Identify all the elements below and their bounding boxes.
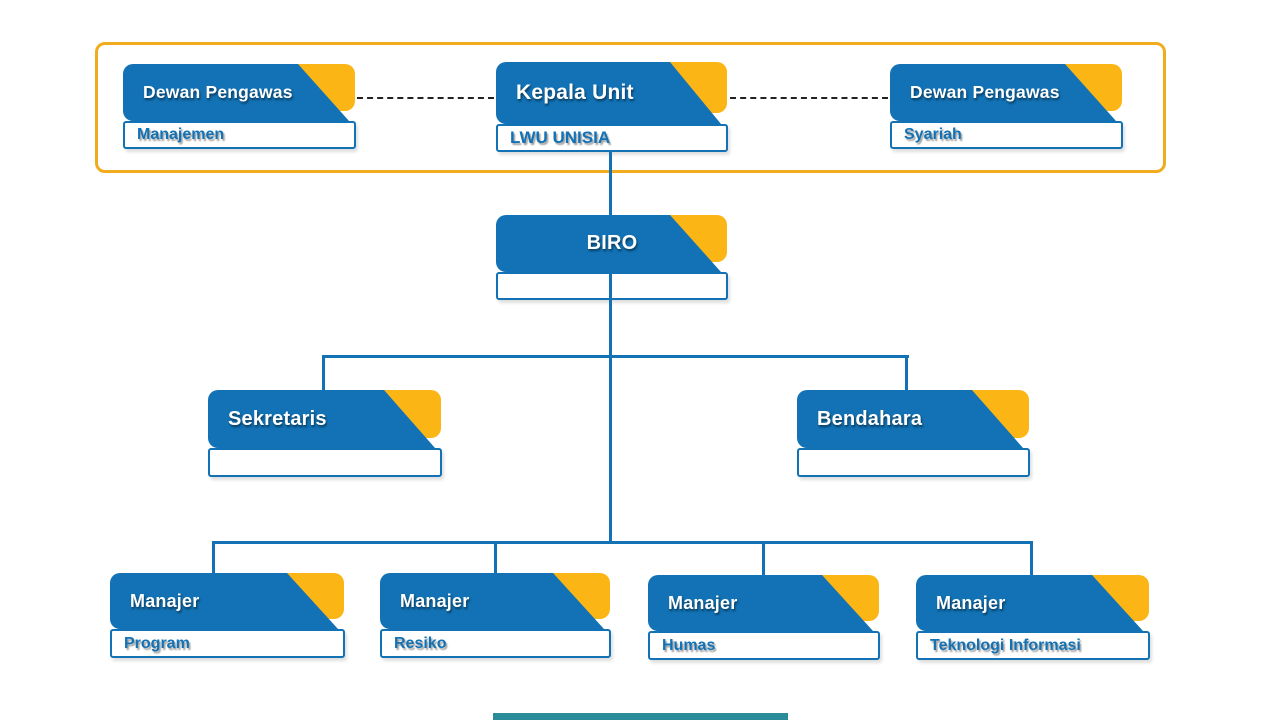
org-node-dewan-pengawas-manajemen: Dewan Pengawas Manajemen [123, 64, 356, 149]
org-node-sekretaris: Sekretaris [208, 390, 442, 477]
connector-biro-down [609, 270, 612, 544]
folder-card: Kepala Unit [496, 62, 728, 124]
node-subtitle: Manajemen [137, 126, 225, 143]
node-subtitle-box: Resiko [380, 629, 611, 658]
org-node-manajer-teknologi-informasi: Manajer Teknologi Informasi [916, 575, 1150, 660]
connector-drop-resiko [494, 541, 497, 576]
org-node-kepala-unit: Kepala Unit LWU UNISIA [496, 62, 728, 152]
node-subtitle-box [496, 272, 728, 300]
folder-card: Dewan Pengawas [890, 64, 1123, 121]
node-title: Manajer [936, 592, 1006, 613]
org-node-bendahara: Bendahara [797, 390, 1030, 477]
node-subtitle: Program [124, 634, 190, 652]
dashed-connector-right [730, 97, 888, 99]
node-subtitle-box: Program [110, 629, 345, 658]
org-node-manajer-humas: Manajer Humas [648, 575, 880, 660]
folder-card: Manajer [110, 573, 345, 629]
node-subtitle-box: LWU UNISIA [496, 124, 728, 152]
node-subtitle-box [208, 448, 442, 477]
dashed-connector-left [357, 97, 494, 99]
folder-card: Sekretaris [208, 390, 442, 448]
node-subtitle: Teknologi Informasi [930, 636, 1081, 654]
connector-drop-program [212, 541, 215, 576]
node-title: Sekretaris [228, 407, 327, 430]
node-title: Manajer [130, 590, 200, 611]
folder-card: Bendahara [797, 390, 1030, 448]
node-subtitle-box [797, 448, 1030, 477]
node-subtitle: LWU UNISIA [510, 128, 611, 147]
folder-card: Manajer [648, 575, 880, 631]
connector-drop-bendahara [905, 355, 908, 393]
node-title: Dewan Pengawas [143, 82, 293, 102]
connector-kepala-to-biro [609, 152, 612, 216]
node-subtitle: Syariah [904, 126, 962, 143]
folder-card: Dewan Pengawas [123, 64, 356, 121]
connector-drop-teknologi [1030, 541, 1033, 578]
node-subtitle-box: Manajemen [123, 121, 356, 149]
folder-card: Manajer [380, 573, 611, 629]
connector-drop-sekretaris [322, 355, 325, 393]
node-subtitle: Humas [662, 636, 716, 654]
node-title: Bendahara [817, 407, 923, 430]
node-title: Dewan Pengawas [910, 82, 1060, 102]
connector-drop-humas [762, 541, 765, 578]
node-title: Manajer [400, 590, 470, 611]
connector-level4-horizontal [213, 541, 1033, 544]
org-node-manajer-program: Manajer Program [110, 573, 345, 658]
node-subtitle-box: Syariah [890, 121, 1123, 149]
folder-card: BIRO [496, 215, 728, 272]
node-subtitle-box: Humas [648, 631, 880, 660]
org-node-dewan-pengawas-syariah: Dewan Pengawas Syariah [890, 64, 1123, 149]
org-node-manajer-resiko: Manajer Resiko [380, 573, 611, 658]
folder-card: Manajer [916, 575, 1150, 631]
node-subtitle: Resiko [394, 634, 447, 652]
footer-accent-bar [493, 713, 788, 720]
governance-frame [95, 42, 1166, 173]
node-subtitle-box: Teknologi Informasi [916, 631, 1150, 660]
card-front: Kepala Unit [496, 62, 728, 124]
org-node-biro: BIRO [496, 215, 728, 300]
node-title: Kepala Unit [516, 81, 634, 104]
connector-level3-horizontal [323, 355, 909, 358]
node-title: BIRO [586, 232, 638, 254]
node-title: Manajer [668, 592, 738, 613]
